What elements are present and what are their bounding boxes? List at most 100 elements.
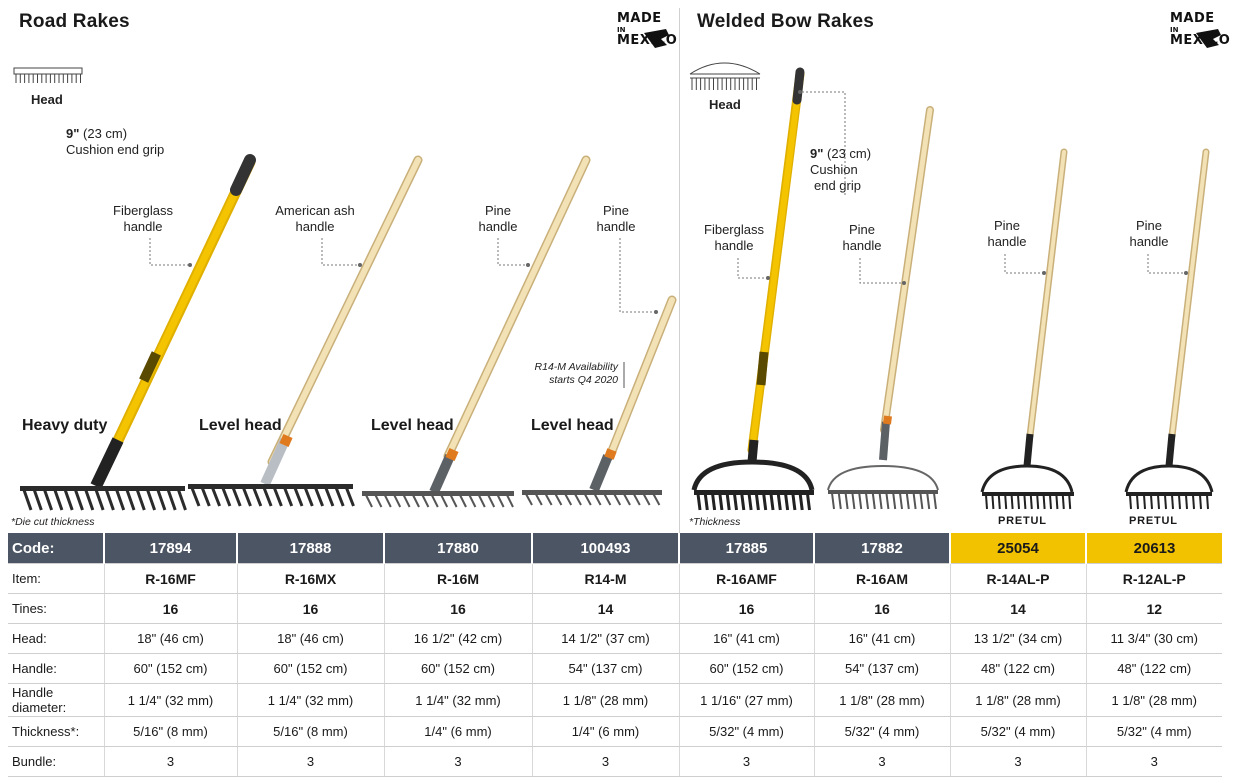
tine [642,493,651,506]
die-cut-footnote: *Die cut thickness [11,516,95,528]
diameter-cell: 1 1/16" (27 mm) [678,683,814,717]
tine [374,494,383,508]
road-rakes-title: Road Rakes [19,11,130,32]
tine [544,493,553,506]
tine [156,489,167,511]
tine [459,494,467,508]
mexico-eagle-icon [644,29,669,48]
tine [115,489,126,511]
code-cell: 17880 [383,533,532,564]
tine [94,489,105,511]
handle-material: Pine [848,222,876,237]
in-text: IN [617,26,626,34]
diameter-cell: 1 1/8" (28 mm) [949,683,1086,717]
tine [603,493,612,506]
tine [769,493,775,511]
tine [487,494,496,508]
tine [506,494,514,508]
bundle-cell: 3 [531,746,679,777]
tines-cell: 16 [813,593,950,624]
diameter-cell: 1 1/4" (32 mm) [383,683,532,717]
made-text: MADE [1170,11,1215,26]
thickness-row: Thickness*:5/16" (8 mm)5/16" (8 mm)1/4" … [8,716,1222,747]
road-rake-head-icon [13,67,83,83]
tine [997,494,1001,510]
handle-word: handle [842,238,882,253]
bow-rake-pine [827,106,939,510]
bundle-cell: 3 [383,746,532,777]
row-header: Handle diameter: [8,683,104,717]
grip-text: Cushion [810,162,858,177]
grip-text: Cushion end grip [66,142,165,157]
item-cell: R-16MF [103,563,237,594]
tine [858,492,863,510]
handle-cell: 60" (152 cm) [103,653,237,684]
tine [831,492,835,510]
tine [762,493,768,511]
code-cell: 17888 [236,533,384,564]
tine [1199,494,1202,510]
tine [430,494,439,508]
tine [784,493,790,511]
tine [166,489,177,511]
tine [190,487,201,507]
tine [1023,494,1027,510]
tine [711,493,717,511]
head-cell: 16" (41 cm) [813,623,950,654]
tine [1068,494,1072,510]
tine [933,492,937,510]
made-in-mexico-badge: MADE IN MEXICO [617,12,677,48]
section-divider [679,8,680,533]
tine [383,494,392,508]
tine [32,489,43,511]
code-cell: 17894 [103,533,237,564]
bow-rake-head-icon [689,62,761,90]
tine [985,494,988,510]
tine [865,492,869,510]
tine [1017,494,1020,510]
handle-material: Fiberglass [113,203,173,218]
tine [623,493,631,506]
item-cell: R-14AL-P [949,563,1086,594]
handle-label-pine: Pine handle [468,203,528,235]
tine [899,492,903,510]
tine [926,492,931,510]
tine [652,493,661,506]
variant-heavy-duty: Heavy duty [22,417,108,434]
bundle-cell: 3 [1085,746,1222,777]
tine [1178,494,1181,510]
code-cell: 25054 [949,533,1086,564]
tine [885,492,890,510]
tine [412,494,420,508]
thickness-cell: 1/4" (6 mm) [383,716,532,747]
tine [806,493,811,511]
bow-rake-pretul-12 [1124,148,1214,510]
handle-label-pine: Pine handle [1125,218,1173,250]
tine [564,493,573,506]
handle-word: handle [295,219,335,234]
grip-text: end grip [814,178,861,193]
tine [725,493,731,511]
handle-label-ash: American ash handle [270,203,360,235]
handle-word: handle [123,219,163,234]
made-text: MADE [617,11,662,26]
diameter-cell: 1 1/4" (32 mm) [236,683,384,717]
handle-cell: 48" (122 cm) [949,653,1086,684]
handle-label-pine: Pine handle [590,203,642,235]
item-cell: R-16MX [236,563,384,594]
tine [1157,494,1160,510]
availability-line: R14-M Availability [534,361,618,373]
tine [905,492,910,510]
tine [703,493,709,511]
tine [696,493,702,511]
bow-rake-pretul-14 [980,148,1074,510]
handle-cell: 54" (137 cm) [531,653,679,684]
handle-cell: 48" (122 cm) [1085,653,1222,684]
made-in-mexico-badge: MADE IN MEXICO [1170,12,1230,48]
tine [1029,494,1033,510]
rake-level-head-pine [362,155,591,508]
mexico-eagle-icon [1196,29,1221,48]
handle-word: handle [987,234,1027,249]
